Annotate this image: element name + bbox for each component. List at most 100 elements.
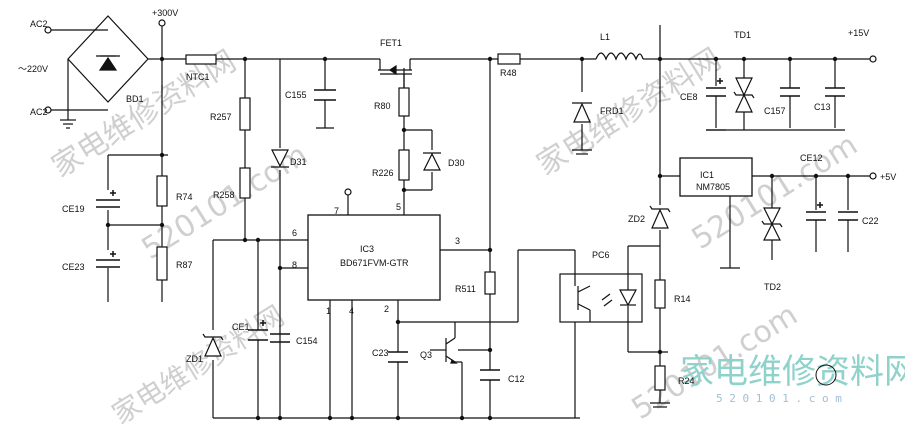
ce12-capacitor [806, 202, 826, 221]
r257-resistor [239, 97, 251, 131]
c154-label: C154 [296, 336, 318, 346]
c23-capacitor [388, 351, 408, 363]
ic1-part-label: NM7805 [696, 182, 730, 192]
pc6-label: PC6 [592, 250, 610, 260]
ground-symbols [706, 129, 740, 269]
l1-inductor [595, 52, 644, 61]
ce23-label: CE23 [62, 262, 85, 272]
ic3-box [307, 214, 441, 301]
note-circle [815, 364, 837, 386]
c23-label: C23 [372, 348, 389, 358]
mains-label: ～220V [18, 64, 48, 74]
c13-label: C13 [814, 102, 831, 112]
ac2-bottom-label: AC2 [30, 107, 48, 117]
r74-label: R74 [176, 192, 193, 202]
pin-6-label: 6 [292, 228, 297, 238]
bd1-label: BD1 [126, 94, 144, 104]
td2-label: TD2 [764, 282, 781, 292]
r80-resistor [398, 87, 410, 117]
ce19-capacitor [96, 190, 120, 208]
ce1-label: CE1 [232, 322, 250, 332]
pin-3-label: 3 [455, 236, 460, 246]
d30-label: D30 [448, 158, 465, 168]
plus300-label: +300V [152, 8, 178, 18]
zd1-zener [202, 333, 224, 357]
r511-resistor [484, 271, 496, 295]
r87-resistor [156, 246, 168, 281]
pin-2-label: 2 [384, 304, 389, 314]
r258-label: R258 [213, 190, 235, 200]
r14-resistor [654, 279, 666, 309]
ic3-pin-numbers: 1 2 3 4 5 6 7 8 [292, 202, 460, 316]
d31-label: D31 [290, 157, 307, 167]
c157-capacitor [780, 87, 800, 97]
c13-capacitor [825, 87, 845, 97]
r48-label: R48 [500, 68, 517, 78]
ce8-label: CE8 [680, 92, 698, 102]
pin-5-label: 5 [396, 202, 401, 212]
brand-logo-url: 5 2 0 1 0 1 . c o m [716, 392, 842, 405]
r14-label: R14 [674, 294, 691, 304]
r258-resistor [239, 167, 251, 199]
frd1-label: FRD1 [600, 106, 624, 116]
c155-label: C155 [285, 90, 307, 100]
c22-label: C22 [862, 216, 879, 226]
pin-7-label: 7 [334, 206, 339, 216]
ce1-capacitor [248, 320, 268, 341]
r226-resistor [398, 149, 410, 181]
zd2-label: ZD2 [628, 214, 645, 224]
ic1-regulator-box [679, 157, 753, 197]
r87-label: R87 [176, 260, 193, 270]
pin-8-label: 8 [292, 260, 297, 270]
c12-label: C12 [508, 374, 525, 384]
zd1-label: ZD1 [186, 354, 203, 364]
r24-label: R24 [678, 376, 695, 386]
ntc1-label: NTC1 [186, 72, 210, 82]
junction-dots [105, 56, 851, 421]
brand-logo-text: 家电维修资料网 [680, 352, 905, 392]
r48-resistor [497, 53, 521, 65]
ce8-capacitor [706, 78, 726, 97]
r257-label: R257 [210, 112, 232, 122]
r74-resistor [156, 175, 168, 207]
ce12-label: CE12 [800, 153, 823, 163]
frd1-diode [572, 102, 592, 123]
r226-label: R226 [372, 168, 394, 178]
q3-label: Q3 [420, 350, 432, 360]
ic3-part-label: BD671FVM-GTR [340, 258, 409, 268]
component-labels: AC2 AC2 ～220V +300V BD1 NTC1 CE19 CE23 R… [18, 8, 896, 386]
ntc1-thermistor [185, 54, 217, 65]
c12-capacitor [480, 369, 500, 381]
l1-label: L1 [600, 32, 610, 42]
ce19-label: CE19 [62, 204, 85, 214]
r511-label: R511 [455, 284, 476, 294]
td2-tvs [761, 207, 783, 241]
pc6-optocoupler [559, 273, 643, 323]
ac2-top-label: AC2 [30, 19, 48, 29]
ce23-capacitor [96, 251, 120, 268]
ic1-label: IC1 [700, 170, 714, 180]
c154-capacitor [270, 333, 290, 343]
td1-label: TD1 [734, 30, 751, 40]
zd2-zener [649, 205, 671, 229]
pin-1-label: 1 [326, 306, 331, 316]
r24-resistor [654, 365, 666, 391]
fet1-label: FET1 [380, 38, 402, 48]
td1-tvs [733, 77, 755, 113]
d30-diode [423, 152, 441, 171]
c22-capacitor [838, 211, 858, 221]
terminals [44, 19, 877, 196]
c155-capacitor [314, 89, 336, 101]
c157-label: C157 [764, 106, 786, 116]
plus15-label: +15V [848, 28, 869, 38]
fet1-mosfet [378, 59, 412, 88]
pin-4-label: 4 [349, 306, 354, 316]
bridge-rectifier-symbol [67, 15, 149, 103]
d31-diode [271, 149, 289, 168]
plus5-label: +5V [880, 172, 896, 182]
q3-transistor [445, 337, 458, 364]
ic3-label: IC3 [360, 244, 374, 254]
r80-label: R80 [374, 101, 391, 111]
